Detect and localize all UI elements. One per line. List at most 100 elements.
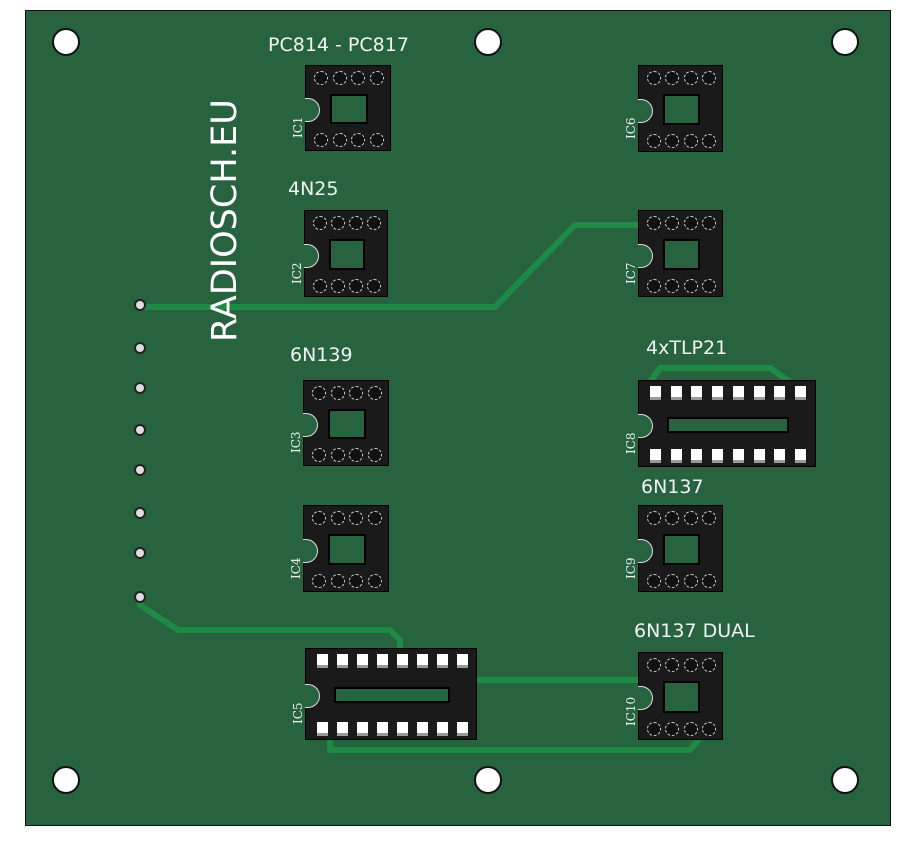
socket-contact (331, 216, 345, 230)
socket-contact (367, 448, 382, 462)
socket-contact (367, 511, 382, 525)
pin1-notch (638, 98, 653, 123)
socket-contact (312, 386, 327, 400)
socket-contact (649, 386, 661, 400)
socket-contact (312, 574, 327, 588)
socket-contact (376, 654, 388, 668)
socket-contact (369, 71, 384, 85)
dip-socket-ic1 (305, 65, 391, 151)
socket-contact (665, 71, 680, 85)
socket-contact (314, 71, 329, 85)
socket-contact (647, 134, 662, 148)
socket-contact (649, 449, 661, 463)
header-pin (134, 299, 146, 311)
header-pin (134, 382, 146, 394)
mounting-hole (52, 28, 80, 56)
trace (140, 222, 640, 310)
socket-contact (416, 722, 428, 736)
dip-socket-ic9 (638, 505, 723, 592)
socket-contact (349, 386, 364, 400)
socket-contact (665, 279, 680, 293)
socket-contact (701, 279, 716, 293)
socket-window (663, 681, 700, 713)
socket-window (667, 416, 789, 433)
socket-contact (349, 279, 363, 293)
socket-contact (712, 386, 724, 400)
socket-contact (436, 654, 448, 668)
socket-contact (701, 71, 716, 85)
pin1-notch (638, 413, 653, 438)
dip-socket-ic5 (305, 648, 477, 740)
label-ic1: PC814 - PC817 (268, 34, 409, 56)
socket-contact (367, 216, 381, 230)
header-pin (134, 424, 146, 436)
socket-contact (456, 654, 468, 668)
ref-designator: IC8 (624, 431, 638, 454)
socket-contact (367, 574, 382, 588)
header-pin (134, 464, 146, 476)
socket-contact (683, 511, 698, 525)
socket-contact (647, 658, 662, 672)
socket-contact (312, 448, 327, 462)
socket-contact (376, 722, 388, 736)
mounting-hole (52, 766, 80, 794)
ref-designator: IC9 (624, 556, 638, 579)
socket-contact (647, 722, 662, 736)
brand-text: RADIOSCH.EU (205, 99, 245, 342)
label-ic10: 6N137 DUAL (634, 620, 755, 642)
socket-contact (313, 216, 327, 230)
mounting-hole (474, 28, 502, 56)
header-pin (134, 507, 146, 519)
socket-contact (647, 279, 662, 293)
socket-contact (332, 133, 347, 147)
socket-contact (330, 511, 345, 525)
dip-socket-ic8 (638, 380, 816, 467)
pin1-notch (305, 684, 320, 708)
socket-contact (732, 386, 744, 400)
ref-designator: IC1 (291, 116, 305, 138)
socket-contact (332, 71, 347, 85)
socket-contact (331, 279, 345, 293)
pin1-notch (304, 243, 319, 268)
socket-contact (795, 386, 807, 400)
label-ic3: 6N139 (290, 344, 353, 366)
header-pin (134, 342, 146, 354)
socket-contact (647, 216, 662, 230)
socket-contact (316, 654, 328, 668)
mounting-hole (474, 766, 502, 794)
ref-designator: IC10 (624, 696, 638, 726)
socket-contact (701, 511, 716, 525)
pin1-notch (638, 243, 653, 268)
dip-socket-ic2 (304, 210, 388, 297)
ref-designator: IC7 (624, 261, 638, 284)
socket-contact (647, 574, 662, 588)
socket-contact (795, 449, 807, 463)
socket-contact (701, 574, 716, 588)
socket-contact (732, 449, 744, 463)
socket-contact (683, 722, 698, 736)
pin1-notch (638, 538, 653, 563)
socket-contact (367, 386, 382, 400)
socket-contact (683, 658, 698, 672)
label-ic2: 4N25 (288, 178, 339, 200)
socket-contact (701, 722, 716, 736)
dip-socket-ic6 (638, 65, 723, 152)
socket-contact (753, 449, 765, 463)
socket-window (330, 94, 368, 124)
pin1-notch (303, 413, 318, 437)
socket-contact (683, 71, 698, 85)
socket-contact (369, 133, 384, 147)
ref-designator: IC5 (291, 702, 305, 724)
trace (137, 597, 403, 652)
dip-socket-ic3 (303, 380, 389, 466)
socket-contact (436, 722, 448, 736)
socket-contact (665, 574, 680, 588)
socket-contact (683, 134, 698, 148)
socket-contact (670, 449, 682, 463)
mounting-hole (831, 28, 859, 56)
socket-contact (683, 279, 698, 293)
mounting-hole (831, 766, 859, 794)
socket-window (328, 409, 366, 439)
header-pin (134, 547, 146, 559)
